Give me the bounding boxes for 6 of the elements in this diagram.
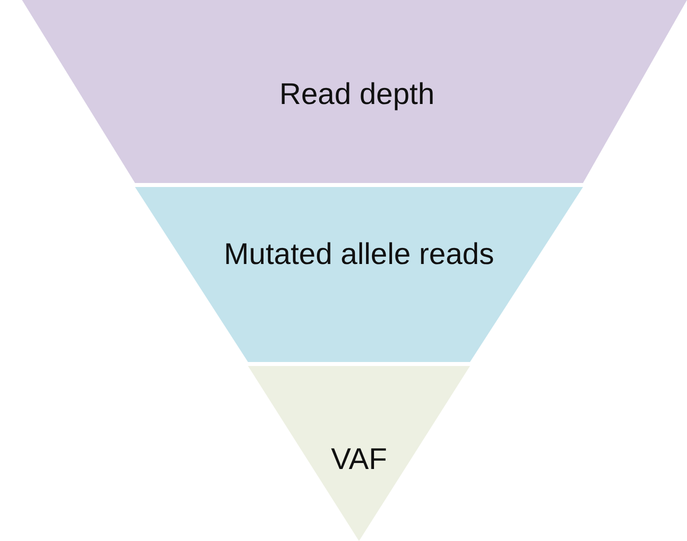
band-label: Mutated allele reads	[222, 237, 496, 273]
funnel-band	[248, 366, 470, 541]
funnel-band	[22, 0, 687, 183]
band-label: Read depth	[278, 77, 436, 113]
band-label: VAF	[330, 442, 388, 478]
funnel-band	[135, 187, 583, 362]
